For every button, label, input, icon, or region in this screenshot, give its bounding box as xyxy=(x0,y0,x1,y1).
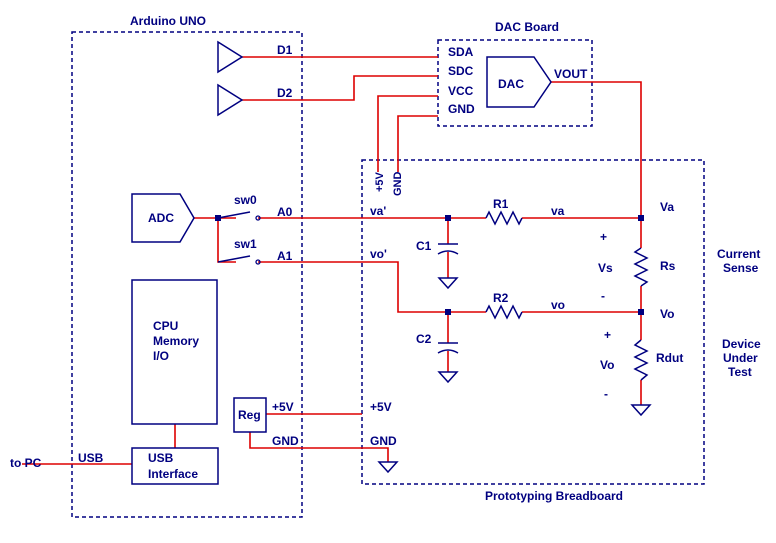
switch-sw1-icon xyxy=(217,255,251,263)
reg-block xyxy=(233,397,267,433)
side-dut-2: Under xyxy=(723,351,758,365)
vs-minus: - xyxy=(601,289,605,303)
junction-adc xyxy=(215,215,221,221)
pin-sdc: SDC xyxy=(448,64,474,78)
junction-c1 xyxy=(445,215,451,221)
pin-vout: VOUT xyxy=(554,67,588,81)
label-vs: Vs xyxy=(598,261,613,275)
to-pc-label: to PC xyxy=(10,456,42,470)
ground-c2-icon xyxy=(437,371,459,384)
breadboard-title: Prototyping Breadboard xyxy=(485,489,623,503)
buffer-d2-icon xyxy=(217,83,244,117)
net-vo: vo xyxy=(551,298,565,312)
junction-vo xyxy=(638,309,644,315)
net-va-prime: va' xyxy=(370,204,386,218)
reg-label: Reg xyxy=(238,408,261,422)
dac-board-box xyxy=(437,39,593,127)
resistor-rs-icon xyxy=(633,247,649,287)
side-dut-3: Test xyxy=(728,365,752,379)
net-vo-prime: vo' xyxy=(370,247,387,261)
net-gnd-reg: GND xyxy=(272,434,299,448)
side-current-2: Sense xyxy=(723,261,759,275)
net-Vo-node: Vo xyxy=(660,307,674,321)
vo-plus: + xyxy=(604,328,611,342)
ground-breadboard-icon xyxy=(377,461,399,474)
label-c2: C2 xyxy=(416,332,432,346)
dac-label: DAC xyxy=(498,77,524,91)
net-gnd-bb: GND xyxy=(370,434,397,448)
arduino-box xyxy=(71,31,303,518)
pin-sda: SDA xyxy=(448,45,474,59)
net-d2: D2 xyxy=(277,86,293,100)
pin-gnd: GND xyxy=(448,102,475,116)
side-current-1: Current xyxy=(717,247,760,261)
resistor-r1-icon xyxy=(485,210,523,226)
bb-gnd-vertical: GND xyxy=(392,172,404,197)
usb-label-1: USB xyxy=(148,451,174,465)
net-d1: D1 xyxy=(277,43,293,57)
junction-c2 xyxy=(445,309,451,315)
adc-block xyxy=(131,193,195,243)
cpu-label-2: Memory xyxy=(153,334,199,348)
dac-block xyxy=(486,56,552,108)
junction-va xyxy=(638,215,644,221)
net-plus5v-reg: +5V xyxy=(272,400,294,414)
switch-sw0-icon xyxy=(217,211,251,219)
cpu-block xyxy=(131,279,218,425)
label-vo-meas: Vo xyxy=(600,358,614,372)
ground-rdut-icon xyxy=(630,404,652,417)
dac-board-title: DAC Board xyxy=(495,20,559,34)
arduino-title: Arduino UNO xyxy=(130,14,206,28)
resistor-rdut-icon xyxy=(633,339,649,381)
net-Va: Va xyxy=(660,200,674,214)
label-r2: R2 xyxy=(493,291,509,305)
usb-interface-block xyxy=(131,447,219,485)
net-plus5v-bb: +5V xyxy=(370,400,392,414)
ground-c1-icon xyxy=(437,277,459,290)
buffer-d1-icon xyxy=(217,40,244,74)
net-sw0: sw0 xyxy=(234,193,257,207)
net-sw1: sw1 xyxy=(234,237,257,251)
label-rdut: Rdut xyxy=(656,351,683,365)
vo-minus: - xyxy=(604,387,608,401)
cpu-label-3: I/O xyxy=(153,349,169,363)
label-r1: R1 xyxy=(493,197,509,211)
label-rs: Rs xyxy=(660,259,676,273)
vs-plus: + xyxy=(600,230,607,244)
pin-vcc: VCC xyxy=(448,84,474,98)
cpu-label-1: CPU xyxy=(153,319,178,333)
label-c1: C1 xyxy=(416,239,432,253)
net-a0: A0 xyxy=(277,205,293,219)
bb-plus5v-vertical: +5V xyxy=(374,171,386,192)
resistor-r2-icon xyxy=(485,304,523,320)
net-va: va xyxy=(551,204,565,218)
breadboard-box xyxy=(361,159,705,485)
adc-label: ADC xyxy=(148,211,174,225)
usb-label-2: Interface xyxy=(148,467,198,481)
net-a1: A1 xyxy=(277,249,293,263)
side-dut-1: Device xyxy=(722,337,761,351)
wires xyxy=(22,56,642,465)
net-usb: USB xyxy=(78,451,104,465)
